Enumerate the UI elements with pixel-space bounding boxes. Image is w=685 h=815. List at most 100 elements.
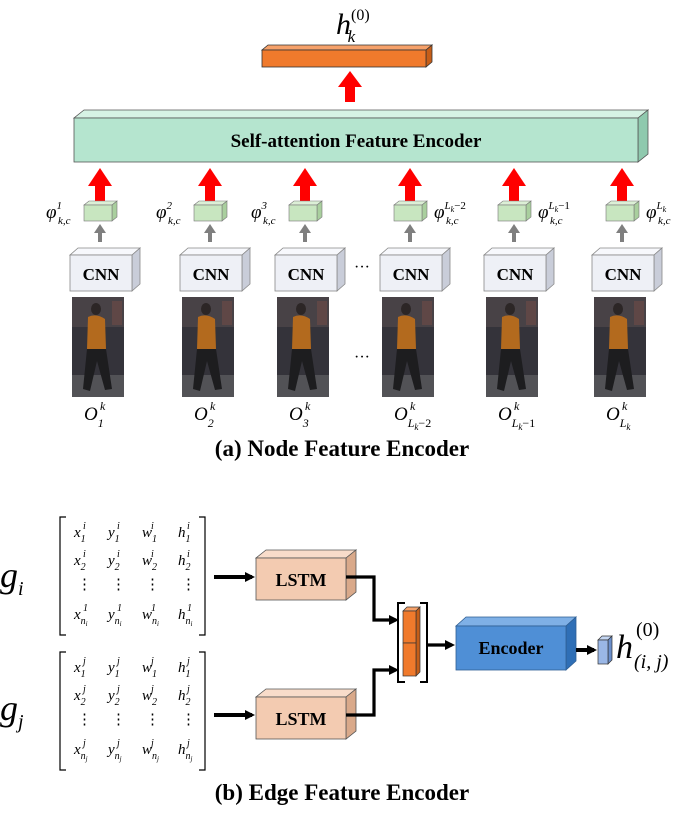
matrix-cell-sup: j bbox=[149, 738, 154, 749]
feature-to-encoder-arrow bbox=[398, 168, 422, 202]
feature-to-encoder-arrow bbox=[610, 168, 634, 202]
phi-feature-label: φLk−2 bbox=[434, 200, 466, 223]
cnn-label: CNN bbox=[288, 265, 326, 284]
matrix-cell: y2 bbox=[106, 553, 120, 573]
matrix-cell: x2 bbox=[73, 553, 86, 573]
lstm-box-top bbox=[254, 549, 358, 601]
lstm-bottom-to-concat-arrow bbox=[346, 665, 399, 717]
pedestrian-image bbox=[486, 297, 538, 397]
cnn-to-feature-arrow bbox=[508, 224, 520, 242]
node-output-arrow bbox=[338, 71, 362, 102]
phi-feature-label: φ2 bbox=[156, 200, 173, 223]
cnn-label: CNN bbox=[497, 265, 535, 284]
matrix-cell: w1 bbox=[142, 660, 157, 680]
matrix-cell-sup: j bbox=[185, 738, 190, 749]
matrix-cell: ynj bbox=[106, 742, 122, 763]
matrix-cell-sup: j bbox=[81, 656, 86, 667]
matrix-cell-sup: i bbox=[83, 549, 86, 560]
cnn-feature-box bbox=[393, 200, 428, 222]
matrix-cell: ⋮ bbox=[181, 577, 196, 593]
phi-feature-label: φLk−1 bbox=[538, 200, 570, 223]
object-crop-sup: k bbox=[410, 399, 416, 413]
cnn-label: CNN bbox=[193, 265, 231, 284]
feature-to-encoder-arrow bbox=[293, 168, 317, 202]
matrix-cell-sup: j bbox=[81, 738, 86, 749]
matrix-cell-sup: j bbox=[185, 684, 190, 695]
matrix-cell-sup: j bbox=[149, 684, 154, 695]
edge-encoder-box bbox=[454, 616, 578, 671]
matrix-cell-sup: i bbox=[187, 521, 190, 532]
node-columns: φ1k,cCNNO1kφ2k,cCNNO2kφ3k,cCNNO3kφLk−2k,… bbox=[46, 168, 671, 432]
phi-feature-label: φ3 bbox=[251, 200, 268, 223]
matrix-cell: wni bbox=[142, 607, 159, 628]
matrix-cell: ⋮ bbox=[77, 577, 92, 593]
matrix-cell: xnj bbox=[73, 742, 88, 763]
matrix-cell: w2 bbox=[142, 553, 157, 573]
edge-output-label: h bbox=[616, 629, 633, 666]
cnn-feature-box bbox=[605, 200, 640, 222]
edge-output-label-sup: (0) bbox=[636, 619, 659, 641]
cnn-to-feature-arrow bbox=[616, 224, 628, 242]
node-output-label: h(0)k bbox=[336, 7, 370, 46]
object-crop-label: OLk−1 bbox=[498, 404, 535, 432]
object-crop-label: O3 bbox=[289, 404, 309, 430]
matrix-cell: ⋮ bbox=[181, 712, 196, 728]
concat-brackets bbox=[397, 602, 428, 683]
phi-subscript: k,c bbox=[550, 215, 563, 227]
edge-encoder-label: Encoder bbox=[479, 638, 544, 658]
self-attention-encoder-label: Self-attention Feature Encoder bbox=[231, 131, 482, 152]
object-crop-label: O2 bbox=[194, 404, 214, 430]
phi-subscript: k,c bbox=[58, 215, 71, 227]
matrix-cell-sup: i bbox=[83, 521, 86, 532]
phi-feature-label: φLk bbox=[646, 200, 667, 223]
lstm-box-bottom bbox=[254, 688, 358, 740]
object-crop-label: OLk bbox=[606, 404, 631, 432]
matrix-cell: x2 bbox=[73, 688, 86, 708]
cnn-box bbox=[482, 247, 556, 292]
matrix-cell: hni bbox=[178, 607, 193, 628]
lstm-bottom-label: LSTM bbox=[275, 709, 326, 729]
pedestrian-image bbox=[72, 297, 124, 397]
feature-to-encoder-arrow bbox=[198, 168, 222, 202]
matrix-cell-sup: i bbox=[117, 521, 120, 532]
cnn-to-feature-arrow bbox=[299, 224, 311, 242]
cnn-box bbox=[590, 247, 664, 292]
matrix-cell: ⋮ bbox=[145, 712, 160, 728]
matrix-cell: y1 bbox=[106, 660, 120, 680]
matrix-cell-sup: i bbox=[117, 549, 120, 560]
cnn-box bbox=[273, 247, 347, 292]
matrix-cell: y2 bbox=[106, 688, 120, 708]
matrix-cell-sup: i bbox=[151, 549, 154, 560]
matrix-cell-sup: j bbox=[115, 656, 120, 667]
cnn-to-feature-arrow bbox=[204, 224, 216, 242]
matrix-cell: h2 bbox=[178, 553, 191, 573]
matrix-cell: ⋮ bbox=[77, 712, 92, 728]
cnn-feature-box bbox=[83, 200, 118, 222]
matrix-cell: x1 bbox=[73, 525, 86, 545]
edge-output-feature-box bbox=[597, 635, 613, 665]
cnn-box bbox=[68, 247, 142, 292]
matrix-cell: ⋮ bbox=[145, 577, 160, 593]
matrix-cell: y1 bbox=[106, 525, 120, 545]
object-crop-sup: k bbox=[514, 399, 520, 413]
matrix-cell-sup: j bbox=[81, 684, 86, 695]
object-crop-sup: k bbox=[305, 399, 311, 413]
matrix-cell: x1 bbox=[73, 660, 86, 680]
cnn-label: CNN bbox=[605, 265, 643, 284]
caption-node-feature-encoder: (a) Node Feature Encoder bbox=[215, 436, 469, 461]
matrix-cell: h1 bbox=[178, 525, 191, 545]
cnn-feature-box bbox=[288, 200, 323, 222]
phi-subscript: k,c bbox=[658, 215, 671, 227]
matrix-cell-sup: 1 bbox=[151, 603, 156, 614]
matrix-cell: hnj bbox=[178, 742, 193, 763]
node-output-feature-bar bbox=[260, 44, 434, 68]
object-crop-label: O1 bbox=[84, 404, 104, 430]
image-ellipsis: ··· bbox=[354, 349, 370, 366]
